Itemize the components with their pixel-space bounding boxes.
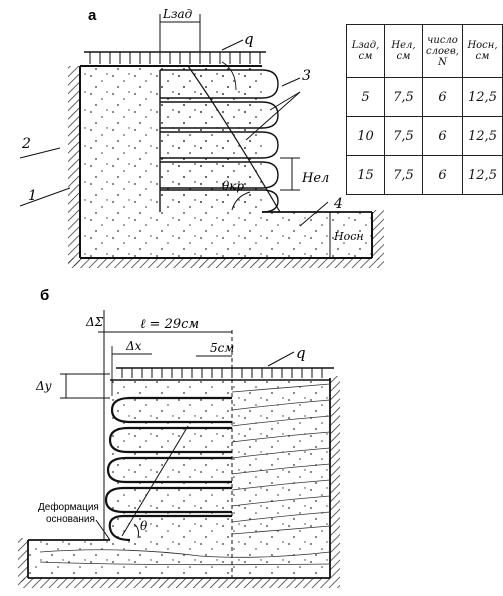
- table-cell: 15: [346, 155, 385, 195]
- panel-a-load-arrows: [89, 52, 261, 64]
- panel-b-l-label: ℓ = 29см: [140, 317, 199, 332]
- panel-b-geogrid-layers: [104, 396, 232, 542]
- panel-a-theta-label: θкр: [222, 179, 244, 193]
- panel-b-bottom-hatch: [18, 578, 330, 588]
- panel-b-strata: [39, 383, 331, 566]
- table-cell: 6: [422, 116, 463, 156]
- panel-b-load-arrows: [121, 368, 323, 378]
- panel-b-deformation-label: Деформация основания: [38, 501, 102, 525]
- panel-a-q-label: q: [244, 30, 254, 48]
- panel-b-letter: б: [40, 287, 49, 304]
- panel-b-q-label: q: [296, 344, 306, 362]
- table-row: 5 7,5 6 12,5: [346, 77, 503, 117]
- panel-a-left-wall: [68, 66, 80, 266]
- panel-b-delta-y-label: Δy: [35, 379, 52, 393]
- table-row: 10 7,5 6 12,5: [346, 116, 503, 156]
- table-cell: 5: [346, 77, 385, 117]
- panel-a-label-3: 3: [302, 68, 311, 84]
- header-hosn: Hосн, см: [462, 24, 503, 78]
- panel-a-letter: а: [88, 7, 97, 24]
- panel-a-hosn-label: Hосн: [333, 230, 364, 243]
- panel-b-deformation-line1: Деформация: [38, 501, 99, 513]
- header-lzad: Lзад, см: [346, 24, 385, 78]
- table-cell: 10: [346, 116, 385, 156]
- panel-a-label-4: 4: [333, 196, 343, 212]
- table-cell: 12,5: [462, 77, 503, 117]
- table-cell: 6: [422, 77, 463, 117]
- table-cell: 7,5: [384, 116, 423, 156]
- table-cell: 7,5: [384, 77, 423, 117]
- table-header-row: Lзад, см Hел, см число слоев, N Hосн, см: [346, 24, 503, 78]
- panel-b-delta-e-label: ΔΣ: [85, 315, 104, 329]
- panel-a: а q L: [19, 7, 384, 268]
- panel-b-soil-upper: [110, 380, 330, 540]
- panel-b-soil-base: [28, 540, 330, 578]
- panel-a-hel-label: Hел: [301, 171, 329, 186]
- table-cell: 12,5: [462, 116, 503, 156]
- panel-b-right-hatch: [330, 376, 340, 588]
- panel-a-label-1: 1: [28, 188, 37, 204]
- panel-a-label-2: 2: [21, 136, 31, 152]
- table-cell: 6: [422, 155, 463, 195]
- panel-b-5cm-label: 5см: [210, 341, 234, 355]
- panel-b: б q: [18, 287, 340, 588]
- panel-b-slip-line: [121, 425, 189, 537]
- table-cell: 12,5: [462, 155, 503, 195]
- parameters-table: Lзад, см Hел, см число слоев, N Hосн, см…: [346, 24, 503, 195]
- panel-b-theta-label: θ: [140, 519, 148, 533]
- panel-a-lzad-label: Lзад: [162, 7, 193, 21]
- panel-b-left-hatch: [18, 538, 28, 582]
- panel-a-right-hatch: [372, 210, 384, 260]
- table-cell: 7,5: [384, 155, 423, 195]
- panel-a-bottom-hatch: [68, 258, 384, 268]
- table-row: 15 7,5 6 12,5: [346, 155, 503, 195]
- header-hel: Hел, см: [384, 24, 423, 78]
- panel-a-slip-surface: [187, 65, 281, 213]
- panel-b-deformation-line2: основания: [46, 514, 95, 525]
- panel-b-delta-x-label: Δx: [125, 339, 142, 353]
- header-layers: число слоев, N: [422, 24, 463, 78]
